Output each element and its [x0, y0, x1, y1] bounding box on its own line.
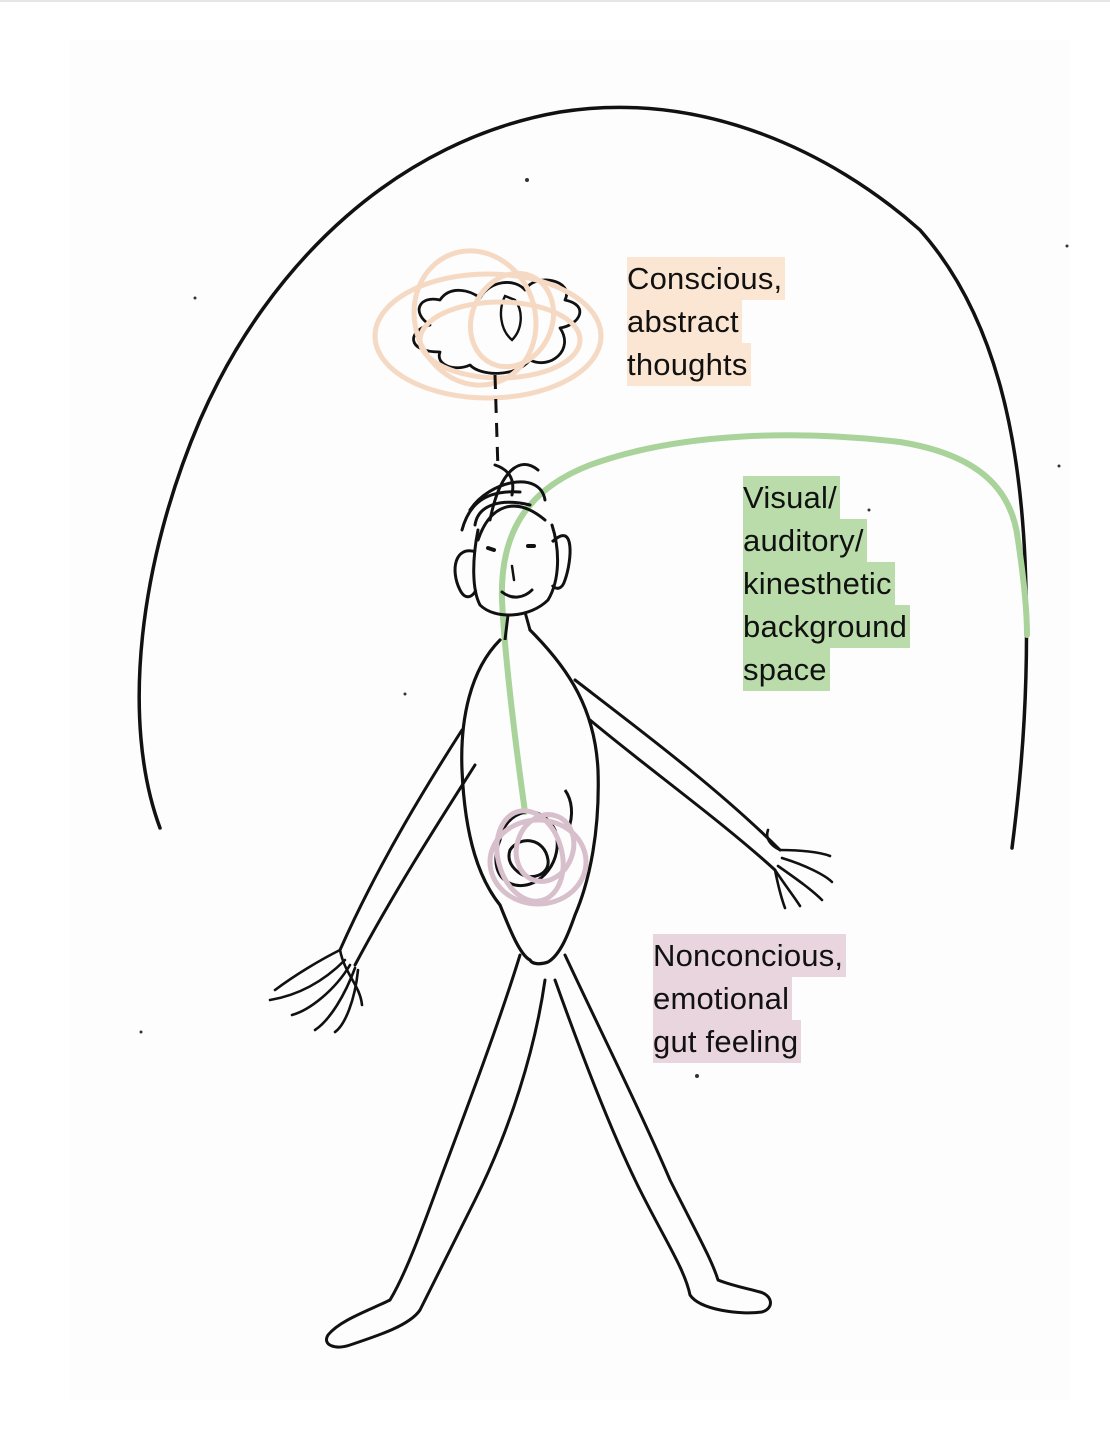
paper-background: [70, 40, 1070, 1400]
left-leg-outer: [388, 953, 522, 1302]
neck: [503, 611, 532, 641]
visual-label-line-3: kinesthetic: [743, 562, 895, 605]
top-divider: [0, 0, 1110, 2]
torso-left: [460, 638, 532, 962]
left-arm: [338, 728, 477, 967]
gut-feeling-label: Nonconcious, emotional gut feeling: [653, 934, 847, 1063]
head: [472, 523, 560, 617]
conscious-label-line-2: abstract: [627, 300, 742, 343]
space-curve: [498, 432, 1030, 815]
thought-cloud-inner: [499, 294, 522, 342]
visual-label-line-4: background: [743, 605, 911, 648]
thought-cloud: [412, 278, 582, 375]
left-foot: [325, 1298, 422, 1349]
right-leg-outer: [563, 953, 720, 1282]
right-arm: [573, 678, 782, 872]
background-space-label: Visual/ auditory/ kinesthetic background…: [743, 476, 911, 691]
left-ear: [453, 549, 478, 599]
nonconscious-label-line-2: emotional: [653, 977, 793, 1020]
left-hand: [268, 948, 364, 1034]
outer-arch: [137, 105, 1029, 850]
left-eye: [486, 546, 496, 552]
conscious-label-line-3: thoughts: [627, 343, 751, 386]
nose: [510, 564, 516, 582]
conscious-thoughts-label: Conscious, abstract thoughts: [627, 257, 786, 386]
conscious-label-line-1: Conscious,: [627, 257, 786, 300]
visual-label-line-5: space: [743, 648, 830, 691]
thought-scribble: [372, 248, 604, 401]
torso-right: [528, 628, 600, 966]
nonconscious-label-line-1: Nonconcious,: [653, 934, 847, 977]
paper-speckles: [139, 178, 1069, 1078]
right-ear: [550, 534, 572, 590]
left-leg-inner: [418, 978, 547, 1312]
hair: [460, 463, 547, 542]
right-hand: [765, 828, 834, 910]
right-foot: [688, 1278, 772, 1315]
nonconscious-label-line-3: gut feeling: [653, 1020, 802, 1063]
gut-scribble: [487, 808, 589, 907]
visual-label-line-1: Visual/: [743, 476, 840, 519]
visual-label-line-2: auditory/: [743, 519, 867, 562]
thought-connector: [493, 374, 500, 471]
mouth: [500, 588, 534, 599]
right-leg-inner: [553, 978, 692, 1297]
